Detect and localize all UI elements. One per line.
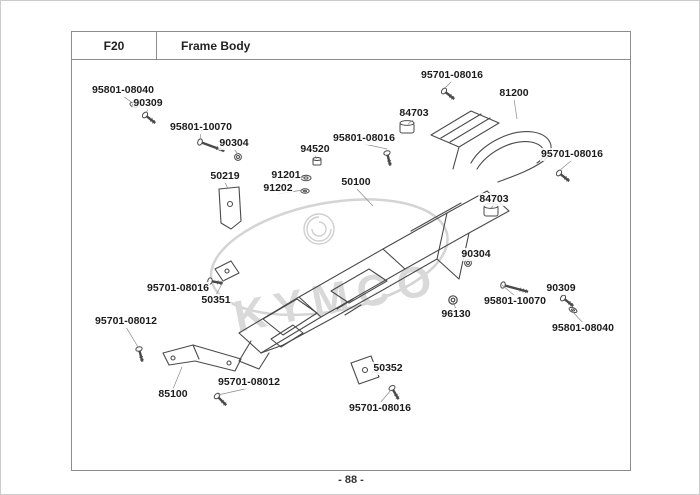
leader-lines [122,80,584,404]
page-number: - 88 - [338,474,364,486]
bolt-icon [382,148,395,168]
section-code: F20 [72,32,157,59]
bushing-icon [483,203,499,217]
bolt-icon [134,344,147,364]
diagram-sheet: F20 Frame Body [71,31,631,471]
bushing-icon [399,120,415,134]
bolt-icon [439,85,458,103]
bolt-icon [558,292,577,310]
washer-icon [300,188,310,194]
page-title: Frame Body [181,38,251,53]
bolt-icon [140,109,159,127]
hardware [128,85,579,409]
washer-icon [567,305,579,315]
screw-icon [195,137,227,156]
bolt-icon [554,167,573,185]
ring-icon [448,295,458,305]
kymco-emblem-icon [303,213,335,245]
washer-icon [128,100,140,110]
nut-icon [234,153,242,161]
bolt-icon [386,383,403,403]
watermark-text: KYMCO [230,254,444,342]
header: F20 Frame Body [72,32,630,60]
grommet-icon [300,174,312,182]
screw-icon [498,280,531,297]
frame-drawing [162,110,552,385]
